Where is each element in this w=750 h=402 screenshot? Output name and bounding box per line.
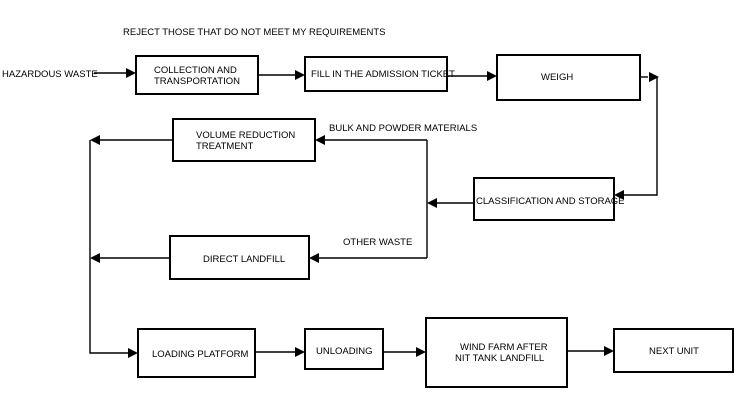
arrow-weigh-to-classification [614, 72, 659, 200]
other-waste-label: OTHER WASTE [343, 237, 412, 248]
arrow-input-to-collection [94, 68, 136, 78]
admission-ticket-node: FILL IN THE ADMISSION TICKET [304, 56, 455, 92]
unloading-node: UNLOADING [304, 328, 384, 370]
arrow-loading-to-unloading [255, 347, 305, 357]
arrow-admission-to-weigh [447, 71, 497, 81]
weigh-label: WEIGH [541, 72, 573, 83]
loading-platform-label: LOADING PLATFORM [152, 349, 249, 360]
arrow-wind-farm-to-next-unit [567, 346, 614, 356]
direct-landfill-node: DIRECT LANDFILL [169, 235, 310, 280]
arrow-to-volume-reduction [315, 135, 427, 145]
arrow-classification-to-split [426, 140, 474, 258]
bulk-powder-label: BULK AND POWDER MATERIALS [329, 123, 477, 134]
wind-farm-line2: NIT TANK LANDFILL [455, 353, 544, 364]
next-unit-node: NEXT UNIT [613, 328, 734, 373]
wind-farm-line1: WIND FARM AFTER [460, 342, 548, 353]
next-unit-label: NEXT UNIT [649, 346, 699, 357]
volume-reduction-line1: VOLUME REDUCTION [196, 130, 295, 141]
volume-reduction-line2: TREATMENT [196, 141, 254, 152]
arrow-direct-landfill-to-bus [90, 253, 170, 263]
direct-landfill-label: DIRECT LANDFILL [203, 254, 285, 265]
loading-platform-node: LOADING PLATFORM [137, 328, 256, 378]
arrow-collection-to-admission [258, 70, 305, 80]
weigh-node: WEIGH [496, 54, 641, 101]
arrow-unloading-to-wind-farm [383, 347, 426, 357]
arrow-to-direct-landfill [309, 253, 427, 263]
collection-line1: COLLECTION AND [154, 65, 237, 76]
collection-line2: TRANSPORTATION [154, 76, 240, 87]
collection-transportation-node: COLLECTION AND TRANSPORTATION [135, 55, 259, 95]
hazardous-waste-label: HAZARDOUS WASTE [2, 69, 98, 80]
wind-farm-node: WIND FARM AFTER NIT TANK LANDFILL [425, 317, 568, 388]
classification-storage-node: CLASSIFICATION AND STORAGE [473, 177, 625, 221]
volume-reduction-node: VOLUME REDUCTION TREATMENT [172, 118, 316, 162]
unloading-label: UNLOADING [316, 346, 372, 357]
arrow-volume-reduction-to-bus [90, 135, 173, 145]
classification-label: CLASSIFICATION AND STORAGE [476, 196, 625, 207]
arrow-bus-to-loading-platform [89, 140, 138, 358]
reject-note: REJECT THOSE THAT DO NOT MEET MY REQUIRE… [123, 27, 386, 38]
admission-label: FILL IN THE ADMISSION TICKET [311, 69, 455, 80]
